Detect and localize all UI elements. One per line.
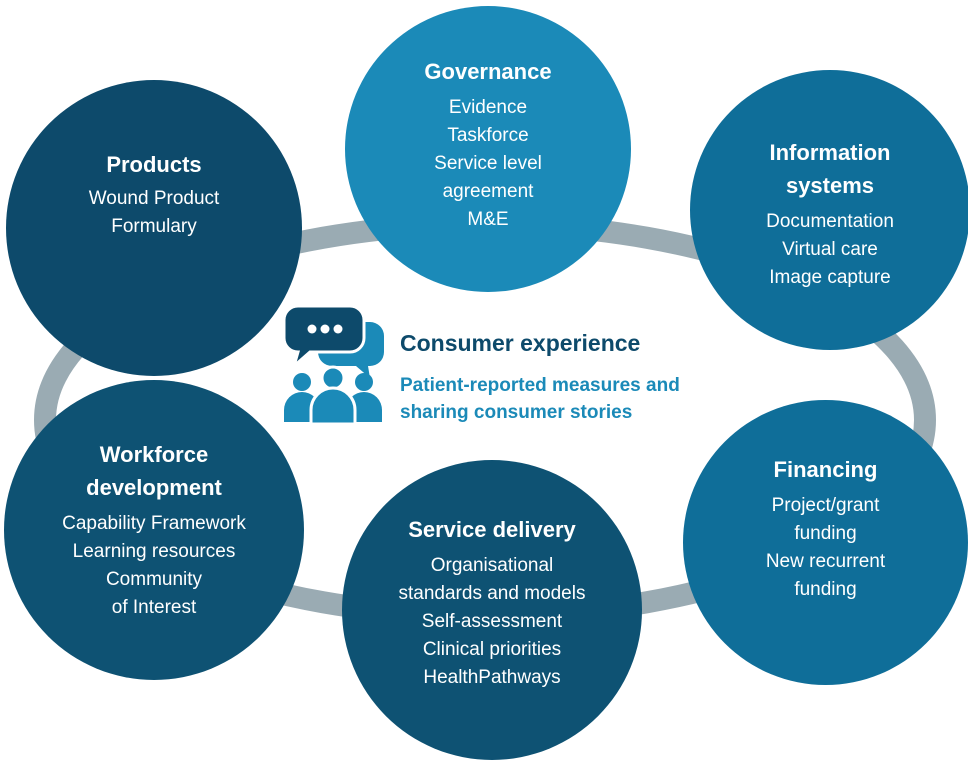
consumer-experience-title: Consumer experience xyxy=(400,330,641,356)
governance-item: Evidence xyxy=(448,96,528,118)
workforce-title: Workforce xyxy=(99,442,209,467)
information-systems-item: Image capture xyxy=(769,267,891,288)
financing-item: funding xyxy=(794,523,857,544)
governance-item: Service level xyxy=(434,152,542,174)
governance-item: agreement xyxy=(442,180,534,202)
financing-title: Financing xyxy=(773,457,878,482)
service-delivery-item: Organisational xyxy=(430,554,554,576)
governance-item: Taskforce xyxy=(447,124,529,146)
financing-item: New recurrent xyxy=(765,551,886,572)
service-delivery-item: standards and models xyxy=(398,582,586,604)
products-item: Formulary xyxy=(111,215,197,237)
consumer-subtitle-line: Patient-reported measures and xyxy=(400,375,680,396)
governance-item: M&E xyxy=(467,208,509,230)
financing-circle: Financing Project/grant funding New recu… xyxy=(683,400,968,685)
consumer-subtitle-line: sharing consumer stories xyxy=(400,402,633,423)
workforce-item: of Interest xyxy=(111,597,197,618)
information-systems-title: systems xyxy=(785,173,875,198)
service-delivery-circle: Service delivery Organisational standard… xyxy=(342,460,642,760)
workforce-title: development xyxy=(86,475,222,500)
financing-item: Project/grant xyxy=(771,495,880,516)
consumer-experience-subtitle: Patient-reported measures and sharing co… xyxy=(400,372,790,426)
service-delivery-item: Self-assessment xyxy=(421,610,563,632)
governance-title: Governance xyxy=(424,58,552,84)
service-delivery-item: Clinical priorities xyxy=(422,638,562,660)
workforce-item: Learning resources xyxy=(72,541,236,562)
information-systems-item: Virtual care xyxy=(782,239,878,260)
information-systems-circle: Information systems Documentation Virtua… xyxy=(690,70,968,350)
service-delivery-item: HealthPathways xyxy=(423,666,561,688)
products-item: Wound Product xyxy=(88,187,220,209)
workforce-item: Community xyxy=(105,569,203,590)
governance-circle: Governance Evidence Taskforce Service le… xyxy=(345,6,631,292)
service-delivery-title: Service delivery xyxy=(408,516,576,542)
financing-item: funding xyxy=(794,579,857,600)
information-systems-title: Information xyxy=(769,140,891,165)
products-circle: Products Wound Product Formulary xyxy=(6,80,302,376)
products-title: Products xyxy=(106,151,202,177)
information-systems-item: Documentation xyxy=(766,211,894,232)
consumer-speech-people-icon xyxy=(282,304,384,424)
workforce-development-circle: Workforce development Capability Framewo… xyxy=(4,380,304,680)
workforce-item: Capability Framework xyxy=(62,513,246,534)
consumer-experience-block: Consumer experience Patient-reported mea… xyxy=(278,300,798,430)
